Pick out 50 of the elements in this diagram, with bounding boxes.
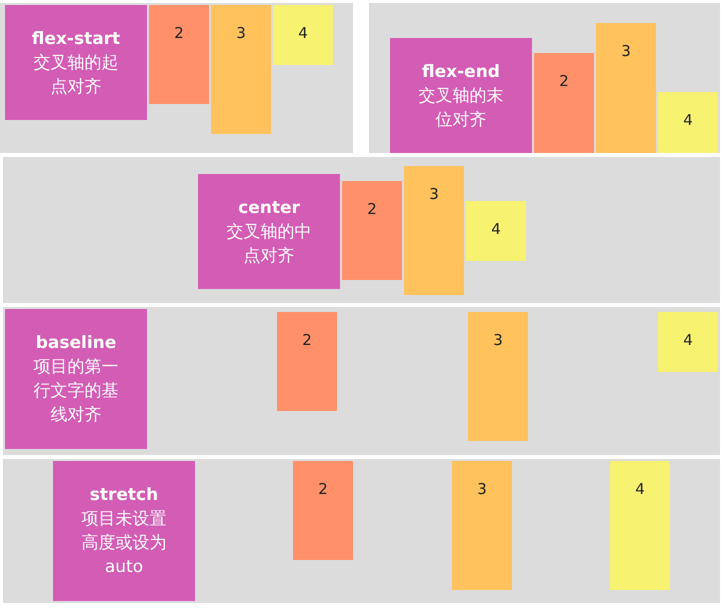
item-number: 3	[620, 41, 632, 61]
item-number: 3	[476, 479, 488, 499]
item-box	[610, 461, 670, 590]
item-number: 3	[235, 23, 247, 43]
item-number: 2	[558, 71, 570, 91]
description-text: 项目未设置高度或设为auto	[80, 508, 168, 579]
item-number: 3	[492, 330, 504, 350]
heading-text: center	[237, 196, 301, 220]
item-number: 2	[317, 479, 329, 499]
item-box	[149, 5, 209, 104]
container-panel	[3, 459, 720, 603]
item-box	[452, 461, 512, 590]
heading-text: flex-start	[30, 28, 122, 50]
description-text: 交叉轴的末位对齐	[418, 84, 504, 132]
item-box	[404, 166, 464, 295]
label-box	[198, 174, 340, 289]
item-box	[534, 53, 594, 153]
label-box	[390, 38, 532, 153]
item-box	[468, 312, 528, 441]
heading-text: flex-end	[421, 60, 501, 84]
item-number: 4	[682, 110, 694, 130]
description-text: 项目的第一行文字的基线对齐	[32, 356, 120, 427]
label-box	[5, 5, 147, 120]
item-box	[293, 461, 353, 560]
item-box	[466, 201, 526, 261]
label-box	[53, 461, 195, 601]
description-text: 交叉轴的中点对齐	[226, 220, 312, 268]
item-number: 2	[173, 23, 185, 43]
container-panel	[3, 157, 720, 303]
item-number: 4	[490, 219, 502, 239]
heading-text: baseline	[34, 332, 118, 355]
item-number: 4	[634, 479, 646, 499]
description-text: 交叉轴的起点对齐	[32, 52, 120, 98]
item-number: 4	[682, 330, 694, 350]
item-box	[277, 312, 337, 411]
item-box	[658, 92, 718, 153]
item-box	[211, 5, 271, 134]
item-number: 2	[366, 199, 378, 219]
label-box	[5, 309, 147, 449]
container-panel	[3, 307, 720, 455]
container-panel	[369, 3, 720, 153]
item-number: 2	[301, 330, 313, 350]
heading-text: stretch	[88, 484, 160, 507]
item-box	[658, 312, 718, 372]
item-box	[273, 5, 333, 65]
item-number: 3	[428, 184, 440, 204]
item-box	[342, 181, 402, 280]
item-box	[596, 23, 656, 153]
container-panel	[0, 3, 353, 153]
item-number: 4	[297, 23, 309, 43]
